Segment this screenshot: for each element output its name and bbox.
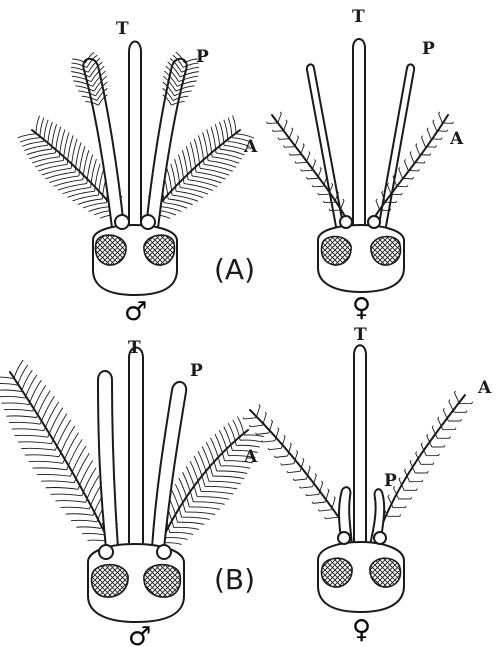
proboscis — [354, 345, 366, 545]
label-palp-b-female: P — [384, 471, 397, 491]
male-symbol-a: ♂ — [124, 297, 147, 327]
label-palp-a-female: P — [422, 39, 435, 59]
panel-label-a: (A) — [214, 253, 255, 286]
female-symbol-a: ♀ — [352, 293, 371, 323]
label-proboscis-a-female: T — [352, 7, 365, 27]
palp-right — [152, 382, 186, 548]
proboscis — [129, 42, 141, 229]
antenna-left — [266, 112, 346, 218]
proboscis — [129, 348, 143, 549]
eye-left — [322, 558, 353, 587]
eye-left — [96, 235, 127, 265]
eye-right — [144, 565, 180, 597]
label-antenna-b-male: A — [243, 447, 258, 467]
label-antenna-a-female: A — [449, 129, 464, 149]
antenna-right — [382, 391, 473, 525]
palp-left — [98, 371, 118, 548]
proboscis — [353, 39, 365, 228]
eye-right — [370, 558, 401, 587]
antenna-left — [243, 405, 344, 525]
eye-right — [144, 235, 175, 265]
label-palp-a-male: P — [196, 47, 209, 67]
label-palp-b-male: P — [190, 361, 203, 381]
palp-right — [146, 52, 199, 228]
antenna-right — [374, 112, 454, 218]
label-antenna-a-male: A — [243, 137, 258, 157]
eye-left — [322, 237, 352, 266]
female-symbol-b: ♀ — [352, 615, 371, 645]
male-symbol-b: ♂ — [128, 622, 151, 647]
label-proboscis-a-male: T — [116, 19, 129, 39]
panel-b-female-head — [243, 345, 473, 612]
eye-right — [371, 237, 401, 266]
label-antenna-b-female: A — [477, 378, 492, 398]
label-proboscis-b-female: T — [354, 325, 367, 345]
label-proboscis-b-male: T — [128, 338, 141, 358]
palp-left — [71, 52, 124, 228]
panel-a-female-head — [266, 39, 453, 292]
palp-right — [378, 64, 414, 232]
eye-left — [92, 565, 128, 597]
panel-label-b: (B) — [214, 563, 255, 596]
